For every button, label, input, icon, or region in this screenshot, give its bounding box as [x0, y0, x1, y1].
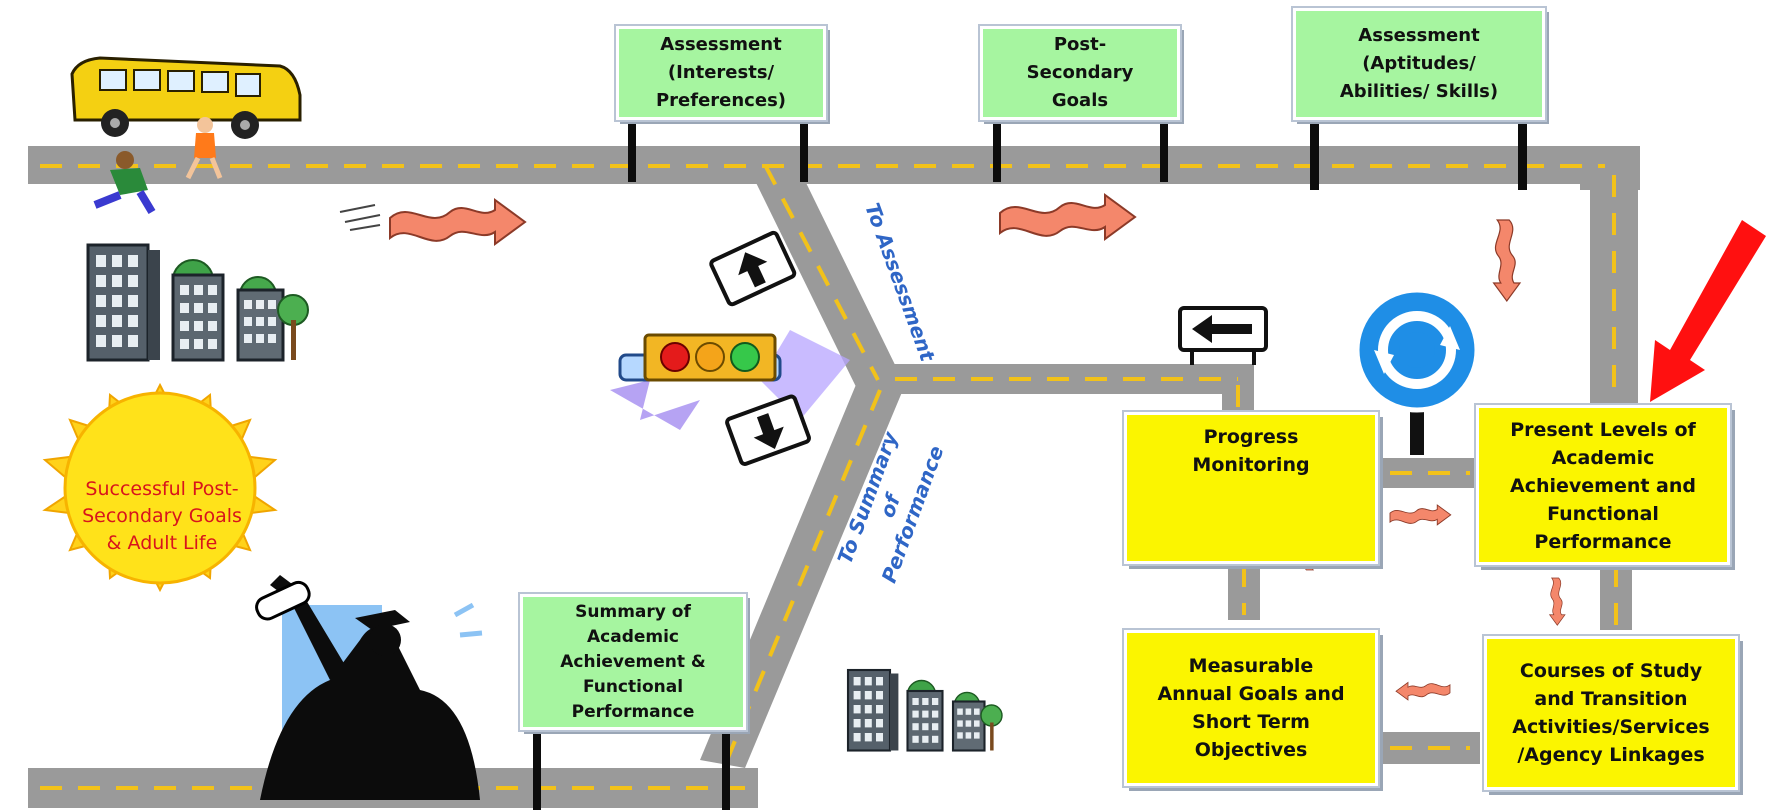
graduate-icon [255, 575, 483, 800]
running-children-icon [93, 117, 223, 215]
sign-summary-of-performance: Summary of Academic Achievement & Functi… [520, 594, 746, 730]
flow-arrow-icon [1492, 219, 1521, 302]
up-arrow-sign-icon [709, 230, 797, 307]
sign-posts [533, 120, 1527, 810]
flow-arrow-icon [999, 194, 1136, 240]
box-annual-goals: Measurable Annual Goals and Short Term O… [1124, 630, 1378, 786]
box-present-levels: Present Levels of Academic Achievement a… [1476, 405, 1730, 565]
left-arrow-sign-icon [1178, 306, 1268, 365]
road-network [28, 146, 1640, 808]
flow-arrow-icon [1395, 682, 1451, 701]
sun-caption: Successful Post- Secondary Goals & Adult… [82, 478, 242, 554]
sign-postsecondary-goals: Post- Secondary Goals [980, 26, 1180, 120]
red-pointer-arrow-icon [1650, 220, 1766, 402]
box-courses-of-study: Courses of Study and Transition Activiti… [1484, 636, 1738, 790]
flow-arrow-icon [1549, 577, 1566, 626]
city-buildings-icon [846, 668, 1004, 752]
roundabout-sign-icon [1354, 287, 1480, 455]
city-buildings-icon [86, 243, 310, 362]
flow-arrow-icon [389, 199, 526, 245]
flow-arrow-icon [1389, 504, 1452, 526]
box-progress-monitoring: Progress Monitoring [1124, 412, 1378, 564]
down-arrow-sign-icon [725, 394, 811, 466]
sign-assessment-interests: Assessment (Interests/ Preferences) [616, 26, 826, 120]
school-bus-icon [70, 56, 302, 139]
sun-icon [42, 382, 278, 593]
traffic-light-icon [610, 330, 850, 430]
sign-assessment-aptitudes: Assessment (Aptitudes/ Abilities/ Skills… [1293, 8, 1545, 120]
